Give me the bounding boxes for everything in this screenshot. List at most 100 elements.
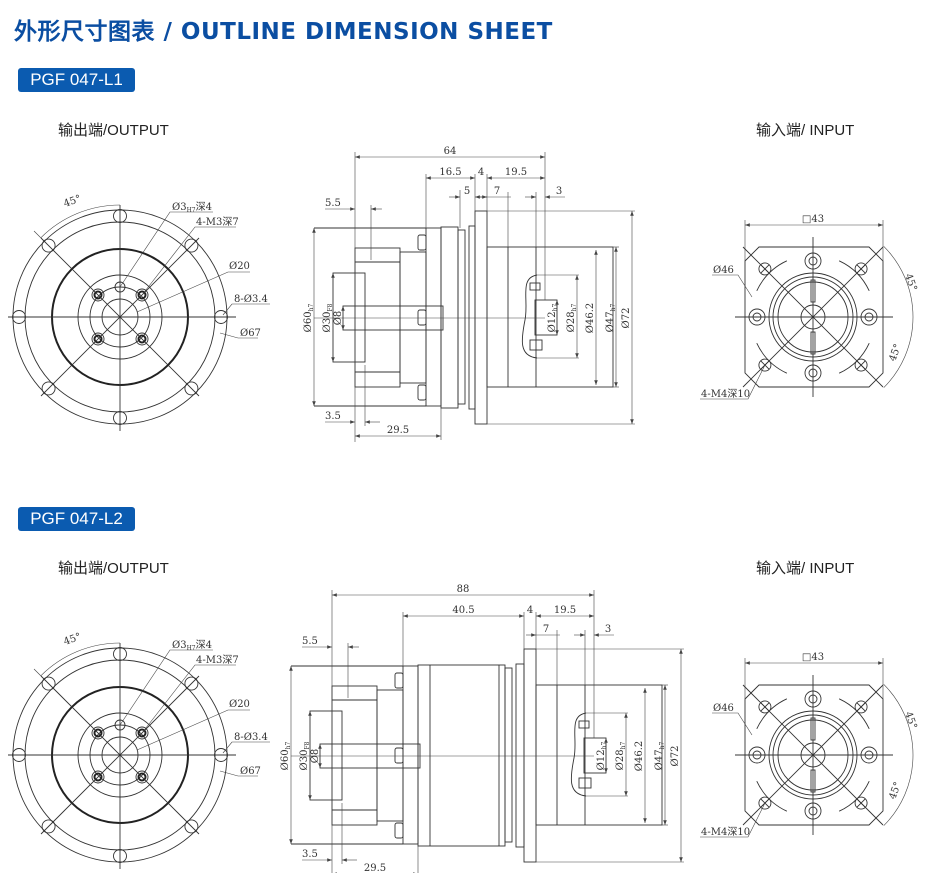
clearance-hole	[860, 308, 878, 326]
tapped-hole	[91, 726, 105, 740]
d5-5-label-value: 5.5	[325, 198, 341, 209]
flange-notch	[417, 234, 427, 251]
tapped-hole	[91, 770, 105, 784]
input-label-l1: 输入端/ INPUT	[756, 122, 855, 139]
body-length-label: 16.5	[439, 167, 461, 178]
tapped-hole-inner	[137, 334, 147, 344]
mounting-hole	[184, 381, 199, 396]
pin-hole	[114, 281, 126, 293]
angle-arc	[40, 204, 121, 239]
dia30-label-value: Ø30	[299, 750, 310, 771]
d29-5-label: 29.5	[387, 425, 409, 436]
dia72-label: Ø72	[621, 308, 632, 329]
tapped-hole-inner	[93, 772, 103, 782]
overall-length-label: 88	[457, 584, 470, 595]
flange-thickness-label: 4	[527, 605, 533, 616]
clearance-hole-inner	[808, 694, 818, 704]
hole-cross	[760, 702, 770, 712]
pcd-label: Ø67	[240, 766, 261, 777]
pcd-leader	[712, 274, 753, 298]
d3-label: 3	[556, 186, 562, 197]
pin-hole-label-depth: 深4	[196, 201, 212, 213]
pcd-leader	[219, 770, 258, 777]
centerline-diag	[40, 237, 200, 397]
pin-hole-label: Ø3H7深4	[172, 201, 212, 214]
pin-leader	[119, 649, 213, 726]
dia46-label-value: Ø46.2	[634, 741, 645, 771]
tapped-hole-inner	[93, 290, 103, 300]
d3-label-value: 3	[556, 186, 562, 197]
pin-hole-label: Ø3H7深4	[172, 639, 212, 652]
output-flange-plate	[402, 665, 419, 845]
d29-5-label: 29.5	[364, 863, 386, 873]
dia60-label-tolerance: h7	[285, 742, 292, 750]
clearance-hole-inner	[808, 806, 818, 816]
input-flange-square	[744, 246, 884, 388]
pin-hole-label-tolerance: H7	[187, 207, 196, 214]
pin-hole-label-tolerance: H7	[187, 645, 196, 652]
seal-ring	[515, 663, 525, 848]
output-angle-label: 45°	[62, 193, 82, 209]
output-label-l2: 输出端/OUTPUT	[58, 560, 169, 577]
clamp-screw	[578, 720, 590, 729]
tapped-hole-inner	[137, 290, 147, 300]
clearance-hole-inner	[808, 368, 818, 378]
overall-length-label: 64	[444, 146, 457, 157]
hole-cross	[856, 702, 866, 712]
dia46-label: Ø46.2	[585, 303, 596, 333]
input-pcd-label-value: Ø46	[713, 703, 734, 714]
clearance-hole	[804, 802, 822, 820]
clearance-hole	[804, 690, 822, 708]
output-label-l1: 输出端/OUTPUT	[58, 122, 169, 139]
pin-hole-label-value: Ø3	[172, 640, 187, 651]
mounting-hole	[184, 238, 199, 253]
mounting-holes-label-value: 8-Ø3.4	[234, 294, 268, 305]
tapped-hole	[854, 358, 868, 372]
dia8-label: Ø8	[333, 311, 344, 326]
pcd-leader	[712, 712, 753, 736]
dia8-label: Ø8	[310, 749, 321, 764]
dia72-label: Ø72	[670, 746, 681, 767]
clearance-hole	[748, 308, 766, 326]
hole-cross	[856, 264, 866, 274]
clearance-hole	[860, 746, 878, 764]
d29-5-label-value: 29.5	[364, 863, 386, 873]
d7-label: 7	[494, 186, 500, 197]
angle-arc	[883, 684, 914, 826]
mounting-holes-label-value: 8-Ø3.4	[234, 732, 268, 743]
input-angle-label-1: 45°	[902, 272, 918, 292]
gear-housing	[417, 664, 506, 847]
tapped-hole-label: 4-M3深7	[196, 654, 239, 666]
input-angle-label-2: 45°	[887, 343, 903, 363]
input-angle-label-1-value: 45°	[902, 710, 918, 730]
d3-5-label: 3.5	[302, 849, 318, 860]
tapped-hole	[135, 332, 149, 346]
tapped-leader	[700, 364, 766, 400]
input-pcd-label-value: Ø46	[713, 265, 734, 276]
dia30-label-value: Ø30	[322, 312, 333, 333]
clamp-screw	[529, 282, 541, 291]
dia60-label-value: Ø60	[280, 749, 291, 770]
output-step	[399, 251, 427, 384]
tapped-hole-inner	[93, 728, 103, 738]
dia8-label-value: Ø8	[310, 749, 321, 764]
input-flange-plate	[474, 210, 488, 425]
dia12-label-tolerance: h7	[601, 742, 608, 750]
square-label: □43	[802, 214, 824, 225]
tapped-hole-label: 4-M3深7	[196, 216, 239, 228]
clamp-screw	[529, 339, 543, 351]
d7-label-value: 7	[543, 624, 549, 635]
tapped-hole	[135, 726, 149, 740]
dia12-label-tolerance: h7	[552, 304, 559, 312]
tapped-hole	[758, 358, 772, 372]
gear-housing	[440, 226, 459, 409]
dia30-label: Ø30F8	[299, 741, 311, 770]
dia12-label: Ø12h7	[547, 304, 559, 333]
pcd-leader	[219, 332, 258, 339]
section-break-line	[521, 274, 538, 359]
dia60-label-tolerance: h7	[308, 304, 315, 312]
pcd-label: Ø67	[240, 328, 261, 339]
dia30-label-tolerance: F8	[327, 303, 334, 311]
input-tapped-label: 4-M4深10	[701, 826, 750, 838]
output-angle-label: 45°	[62, 631, 82, 647]
